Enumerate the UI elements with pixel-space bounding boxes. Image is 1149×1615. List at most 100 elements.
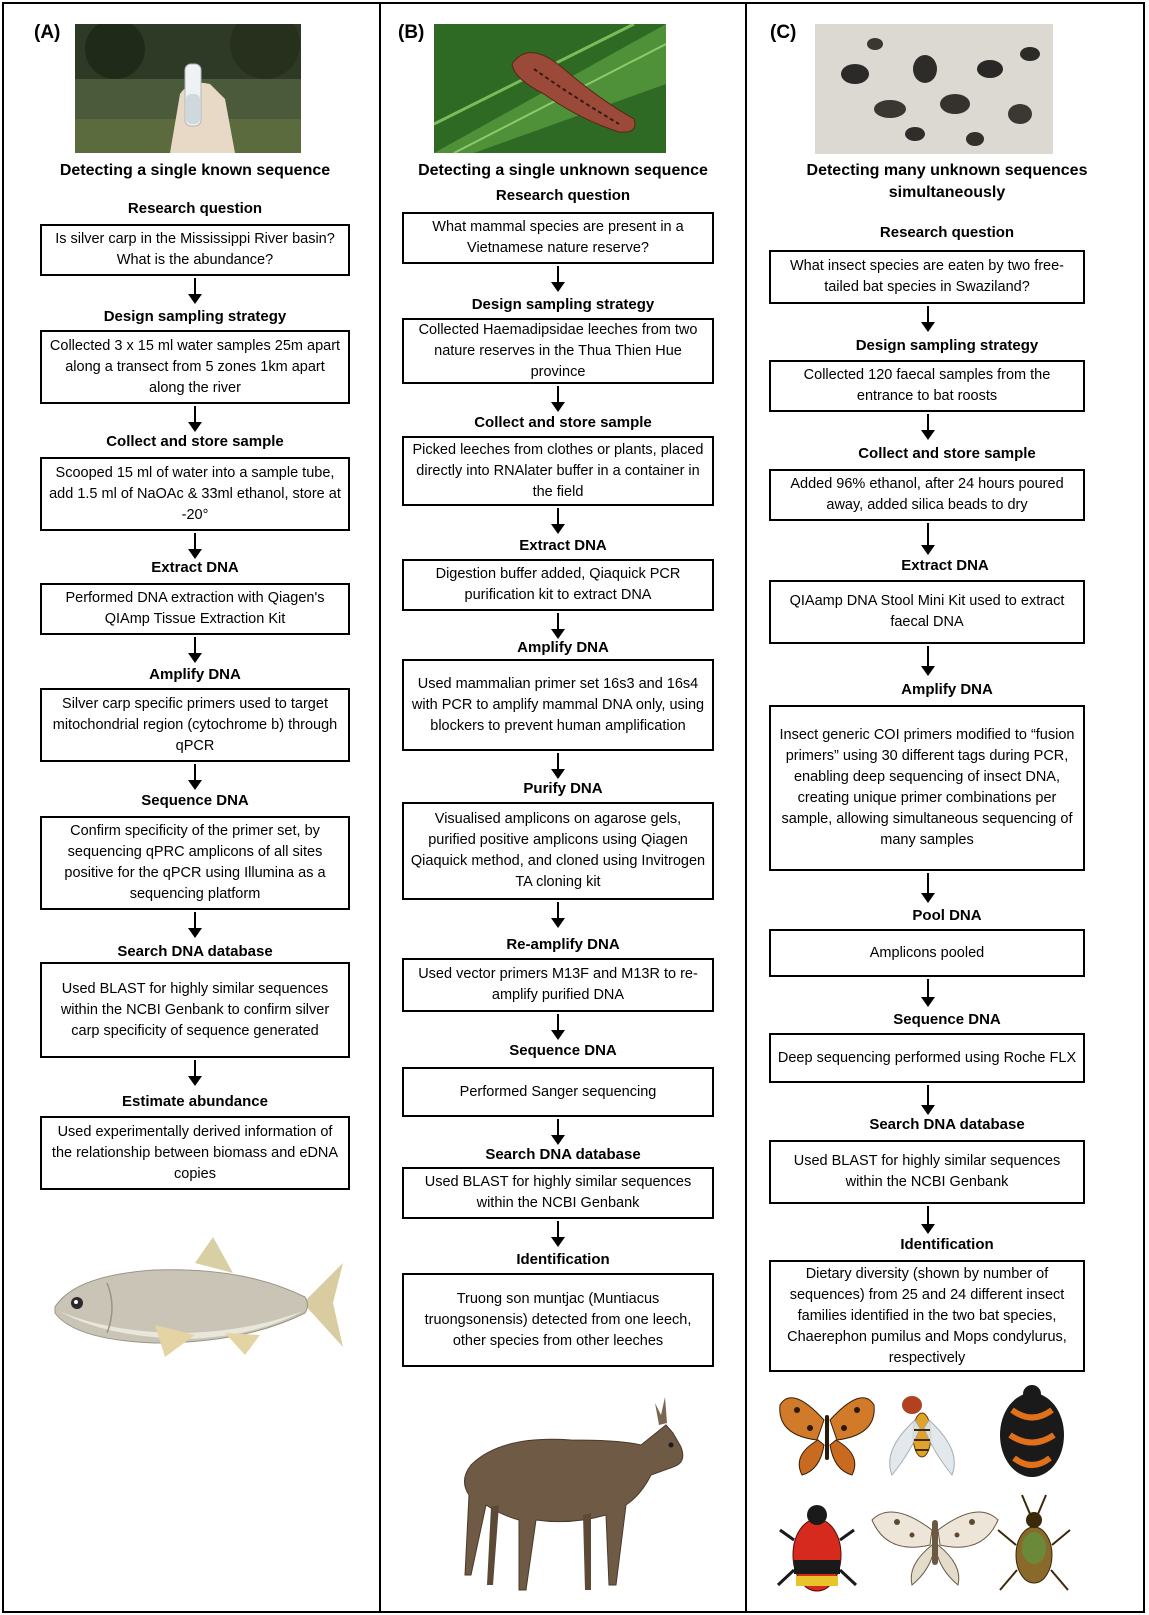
step-heading-extract-dna: Extract DNA	[519, 537, 607, 554]
step-text: Performed DNA extraction with Qiagen's Q…	[65, 590, 325, 627]
flow-arrow	[551, 613, 565, 639]
panel-title: Detecting a single known sequence	[59, 162, 331, 179]
step-text: Collected 120 faecal samples from the en…	[803, 367, 1051, 404]
step-box-collect-store: Scooped 15 ml of water into a sample tub…	[40, 457, 350, 531]
step-box-search-database: Used BLAST for highly similar sequences …	[402, 1167, 714, 1219]
step-text: Used mammalian primer set 16s3 and 16s4 …	[411, 675, 705, 734]
step-text: Dietary diversity (shown by number of se…	[787, 1265, 1067, 1366]
bat-faeces-photo	[815, 24, 1053, 154]
step-box-search-database: Used BLAST for highly similar sequences …	[40, 962, 350, 1058]
step-box-search-database: Used BLAST for highly similar sequences …	[769, 1140, 1085, 1204]
step-box-extract-dna: Performed DNA extraction with Qiagen's Q…	[40, 583, 350, 635]
muntjac-illustration	[441, 1385, 691, 1610]
step-heading-research-question: Research question	[879, 224, 1015, 241]
step-heading-identification: Identification	[900, 1236, 994, 1253]
step-heading-search-database: Search DNA database	[485, 1146, 641, 1163]
flow-arrow	[921, 414, 935, 440]
beetle-icon	[1000, 1385, 1064, 1477]
flow-arrow	[921, 306, 935, 332]
step-box-estimate-abundance: Used experimentally derived information …	[40, 1116, 350, 1190]
step-text: Used BLAST for highly similar sequences …	[424, 1174, 692, 1211]
step-heading-reamplify-dna: Re-amplify DNA	[506, 936, 620, 953]
panel-title: Detecting many unknown sequences simulta…	[806, 162, 1088, 201]
step-box-purify-dna: Visualised amplicons on agarose gels, pu…	[402, 802, 714, 900]
step-text: Deep sequencing performed using Roche FL…	[777, 1049, 1077, 1066]
step-box-collect-store: Picked leeches from clothes or plants, p…	[402, 436, 714, 506]
hand-sample-tube-photo	[75, 24, 301, 153]
flow-arrow	[188, 1060, 202, 1086]
step-box-design-sampling: Collected Haemadipsidae leeches from two…	[402, 318, 714, 384]
panel-c: (C) Detecting many unknown sequences sim…	[747, 0, 1147, 1615]
step-text: Used BLAST for highly similar sequences …	[60, 980, 330, 1039]
fly-icon	[889, 1396, 955, 1476]
step-box-amplify-dna: Insect generic COI primers modified to “…	[769, 705, 1085, 871]
butterfly-icon	[779, 1397, 875, 1476]
step-box-extract-dna: Digestion buffer added, Qiaquick PCR pur…	[402, 559, 714, 611]
flow-arrow	[921, 1085, 935, 1115]
panel-b: (B) Detecting a single unknown sequence …	[381, 0, 745, 1615]
step-heading-sequence-dna: Sequence DNA	[141, 792, 249, 809]
flow-arrow	[551, 508, 565, 534]
step-box-design-sampling: Collected 120 faecal samples from the en…	[769, 360, 1085, 412]
step-text: Used BLAST for highly similar sequences …	[793, 1153, 1061, 1190]
step-box-design-sampling: Collected 3 x 15 ml water samples 25m ap…	[40, 330, 350, 404]
step-text: Truong son muntjac (Muntiacus truongsone…	[424, 1290, 692, 1349]
step-box-research-question: What mammal species are present in a Vie…	[402, 212, 714, 264]
step-box-collect-store: Added 96% ethanol, after 24 hours poured…	[769, 469, 1085, 521]
red-beetle-icon	[776, 1505, 858, 1592]
step-text: Is silver carp in the Mississippi River …	[55, 231, 335, 268]
panel-label: (B)	[398, 22, 425, 43]
step-heading-pool-dna: Pool DNA	[912, 907, 982, 924]
flow-arrow	[921, 646, 935, 676]
step-heading-sequence-dna: Sequence DNA	[893, 1011, 1001, 1028]
flow-arrow	[551, 753, 565, 779]
flow-arrow	[551, 386, 565, 412]
flow-arrow	[551, 1014, 565, 1040]
step-heading-sequence-dna: Sequence DNA	[509, 1042, 617, 1059]
flow-arrow	[188, 406, 202, 432]
step-heading-collect-store: Collect and store sample	[858, 445, 1036, 462]
step-heading-design-sampling: Design sampling strategy	[855, 337, 1039, 354]
step-heading-search-database: Search DNA database	[869, 1116, 1025, 1133]
step-box-identification: Truong son muntjac (Muntiacus truongsone…	[402, 1273, 714, 1367]
step-text: Visualised amplicons on agarose gels, pu…	[410, 811, 706, 890]
step-heading-design-sampling: Design sampling strategy	[471, 296, 655, 313]
step-box-amplify-dna: Silver carp specific primers used to tar…	[40, 688, 350, 762]
step-text: Added 96% ethanol, after 24 hours poured…	[790, 476, 1064, 513]
step-text: Amplicons pooled	[869, 944, 985, 961]
panel-label: (C)	[770, 22, 797, 43]
flow-arrow	[188, 278, 202, 304]
flow-arrow	[921, 523, 935, 555]
step-heading-amplify-dna: Amplify DNA	[517, 639, 609, 656]
flow-arrow	[921, 873, 935, 903]
flow-arrow	[551, 1221, 565, 1247]
step-text: Performed Sanger sequencing	[459, 1083, 657, 1100]
step-text: What mammal species are present in a Vie…	[432, 219, 684, 256]
column-divider-1	[379, 2, 381, 1613]
step-text: Scooped 15 ml of water into a sample tub…	[49, 464, 341, 523]
step-box-pool-dna: Amplicons pooled	[769, 929, 1085, 977]
step-box-research-question: What insect species are eaten by two fre…	[769, 250, 1085, 304]
step-box-sequence-dna: Deep sequencing performed using Roche FL…	[769, 1033, 1085, 1083]
step-box-extract-dna: QIAamp DNA Stool Mini Kit used to extrac…	[769, 580, 1085, 644]
step-text: Digestion buffer added, Qiaquick PCR pur…	[435, 566, 681, 603]
step-box-amplify-dna: Used mammalian primer set 16s3 and 16s4 …	[402, 659, 714, 751]
panel-title: Detecting a single unknown sequence	[418, 162, 708, 179]
step-text: Collected Haemadipsidae leeches from two…	[418, 321, 698, 380]
step-heading-purify-dna: Purify DNA	[523, 780, 603, 797]
moth-icon	[871, 1511, 999, 1586]
step-heading-collect-store: Collect and store sample	[474, 414, 652, 431]
flow-arrow	[551, 902, 565, 928]
step-text: Confirm specificity of the primer set, b…	[64, 823, 326, 902]
step-heading-identification: Identification	[516, 1251, 610, 1268]
panel-label: (A)	[34, 22, 61, 43]
step-text: QIAamp DNA Stool Mini Kit used to extrac…	[789, 593, 1065, 630]
step-box-sequence-dna: Performed Sanger sequencing	[402, 1067, 714, 1117]
flow-arrow	[551, 266, 565, 292]
step-text: Used vector primers M13F and M13R to re-…	[418, 966, 698, 1003]
step-heading-collect-store: Collect and store sample	[106, 433, 284, 450]
true-bug-icon	[997, 1494, 1071, 1591]
step-text: Silver carp specific primers used to tar…	[52, 695, 338, 754]
step-heading-amplify-dna: Amplify DNA	[901, 681, 993, 698]
